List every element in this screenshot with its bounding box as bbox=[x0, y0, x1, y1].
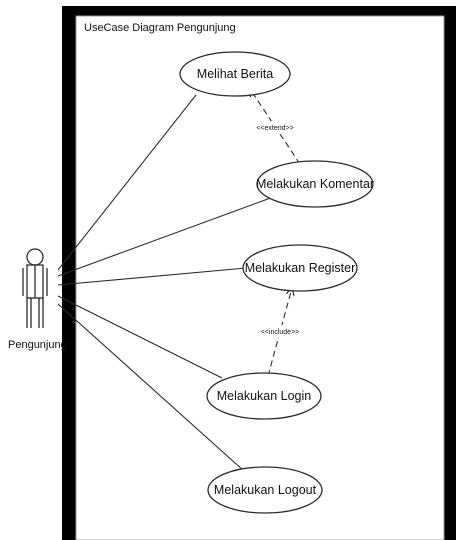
use-case-label: Melihat Berita bbox=[197, 67, 273, 81]
use-case-melakukan-logout[interactable]: Melakukan Logout bbox=[207, 466, 323, 514]
frame-top-bar bbox=[62, 6, 454, 16]
associations bbox=[57, 94, 277, 472]
use-case-melihat-berita[interactable]: Melihat Berita bbox=[179, 51, 291, 97]
diagram-title: UseCase Diagram Pengunjung bbox=[84, 22, 236, 34]
use-case-label: Melakukan Register bbox=[245, 261, 355, 275]
include-label: <<include>> bbox=[261, 329, 300, 336]
association-melakukan-login bbox=[57, 295, 223, 379]
use-case-melakukan-register[interactable]: Melakukan Register bbox=[242, 244, 358, 292]
extend-label: <<extend>> bbox=[256, 125, 293, 132]
association-melakukan-komentar bbox=[57, 195, 277, 277]
association-melakukan-logout bbox=[57, 303, 245, 472]
association-melihat-berita bbox=[57, 94, 197, 271]
use-case-melakukan-login[interactable]: Melakukan Login bbox=[206, 372, 322, 420]
frame-left-bar bbox=[62, 6, 76, 540]
actor-label: Pengunjung bbox=[8, 339, 67, 351]
use-case-melakukan-komentar[interactable]: Melakukan Komentar bbox=[256, 160, 374, 208]
frame-right-bar bbox=[444, 6, 456, 540]
include-relation: <<include>> bbox=[258, 286, 302, 377]
use-case-label: Melakukan Komentar bbox=[256, 177, 374, 191]
actor-pengunjung[interactable]: Pengunjung bbox=[8, 248, 67, 351]
extend-relation: <<extend>> bbox=[249, 87, 301, 165]
use-case-label: Melakukan Logout bbox=[214, 483, 317, 497]
stick-figure-icon bbox=[22, 248, 48, 328]
association-melakukan-register bbox=[57, 267, 247, 286]
use-case-label: Melakukan Login bbox=[217, 389, 312, 403]
